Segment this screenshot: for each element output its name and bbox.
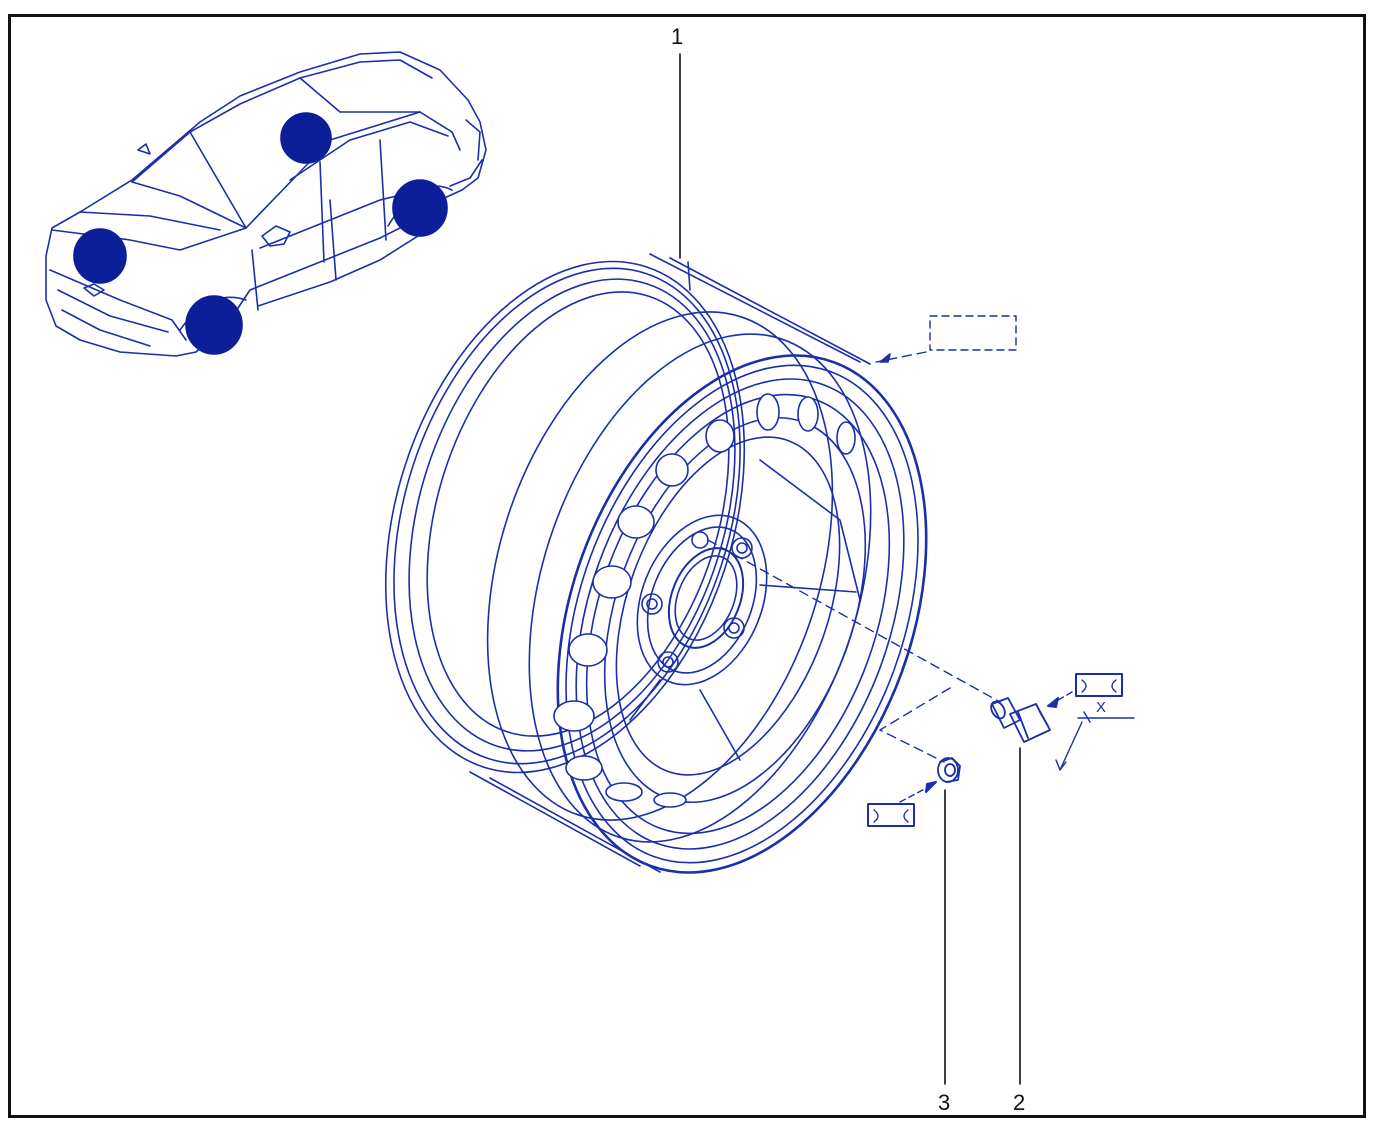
- callout-2: 2: [1013, 1090, 1026, 1115]
- diagram-frame: [8, 14, 1366, 1118]
- steel-wheel-rim: [384, 253, 928, 874]
- bolt-length-dimension: [1055, 711, 1135, 771]
- dimension-x-label: X: [1096, 699, 1107, 716]
- wheel-bolt: [990, 697, 1051, 743]
- exploded-view-dashed-lines: [707, 351, 1001, 763]
- rim-marking-placeholder: [929, 315, 1017, 351]
- vehicle-locator-illustration: [45, 51, 487, 357]
- torque-spec-box-nut: [867, 781, 937, 827]
- torque-spec-box-bolt: [1047, 673, 1123, 708]
- callout-1: 1: [671, 24, 684, 49]
- wheel-nut: [937, 757, 961, 783]
- callout-3: 3: [938, 1090, 951, 1115]
